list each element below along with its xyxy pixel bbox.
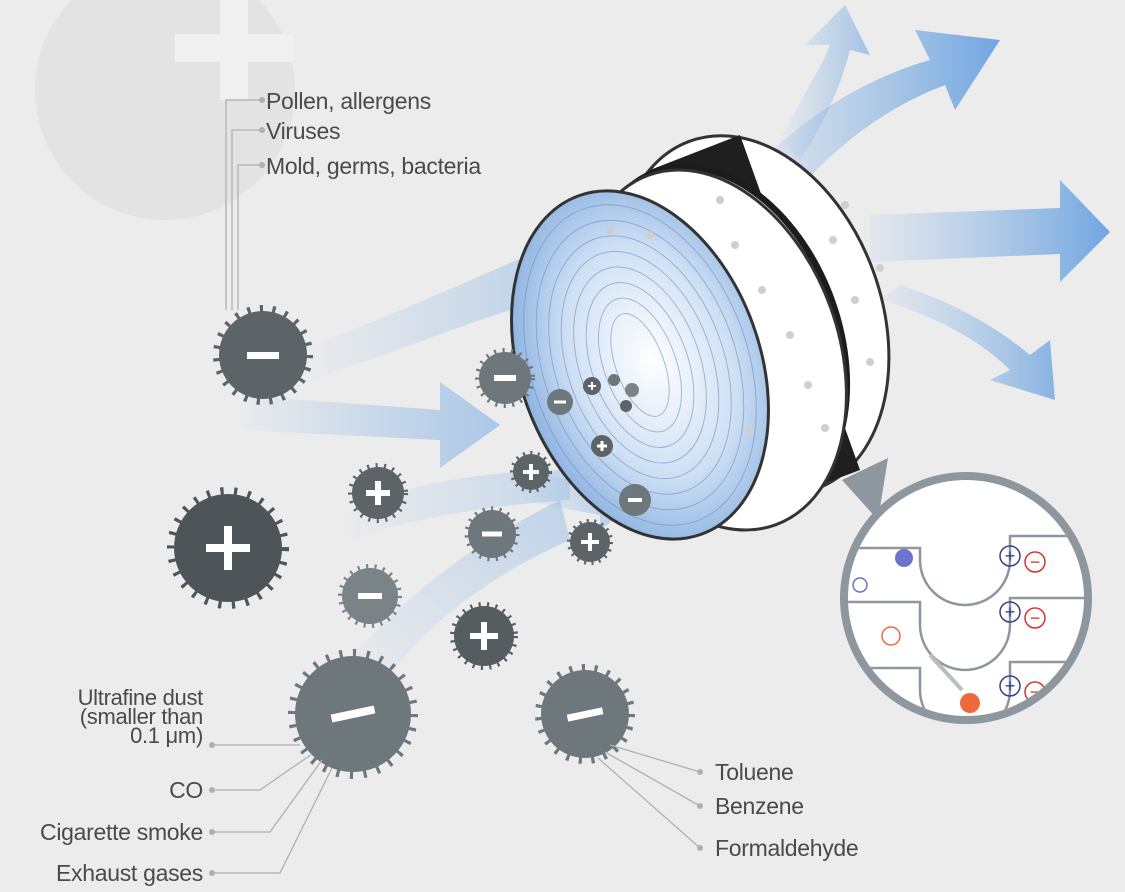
- particle-minus: [475, 348, 535, 408]
- ghost-particle: [35, 0, 295, 220]
- particle-plus: [591, 435, 613, 457]
- label-viruses: Viruses: [266, 118, 341, 144]
- charged-particles: [167, 305, 651, 779]
- label-toluene: Toluene: [715, 759, 794, 785]
- particle-minus: [288, 649, 418, 779]
- particle-plus: [167, 487, 289, 609]
- label-formaldehyde: Formaldehyde: [715, 835, 859, 861]
- label-mold: Mold, germs, bacteria: [266, 153, 481, 179]
- label-pollen: Pollen, allergens: [266, 88, 431, 114]
- particle-minus: [547, 389, 573, 415]
- particle-plus: [583, 377, 601, 395]
- svg-text:−: −: [1030, 682, 1041, 702]
- svg-text:−: −: [1030, 608, 1041, 628]
- zoom-callout: + − + − + −: [840, 458, 1092, 724]
- outgoing-airflow: [740, 5, 1110, 400]
- svg-text:+: +: [1005, 676, 1016, 696]
- particle-minus: [338, 564, 402, 628]
- electrode-symbols: + − + − + −: [1005, 546, 1041, 702]
- particle-minus: [619, 484, 651, 516]
- particle-minus: [213, 305, 313, 405]
- incoming-airflow: [235, 250, 640, 690]
- label-ultrafine-dust: Ultrafine dust (smaller than 0.1 μm): [77, 685, 204, 748]
- label-co: CO: [169, 777, 203, 803]
- particle-plus: [510, 451, 552, 493]
- particle-plus: [348, 463, 408, 523]
- particle-minus: [535, 664, 635, 764]
- leader-dots: [209, 97, 703, 876]
- label-exhaust-gases: Exhaust gases: [56, 860, 203, 886]
- filter-cartridge: [510, 134, 891, 541]
- svg-text:−: −: [1030, 552, 1041, 572]
- label-cigarette-smoke: Cigarette smoke: [40, 819, 203, 845]
- leader-lines: [212, 99, 701, 874]
- particle-plus: [567, 519, 613, 565]
- svg-text:+: +: [1005, 602, 1016, 622]
- svg-text:+: +: [1005, 546, 1016, 566]
- particle-plus: [450, 602, 518, 670]
- particle-minus: [464, 506, 520, 562]
- electrode-charges: [999, 545, 1046, 703]
- label-benzene: Benzene: [715, 793, 804, 819]
